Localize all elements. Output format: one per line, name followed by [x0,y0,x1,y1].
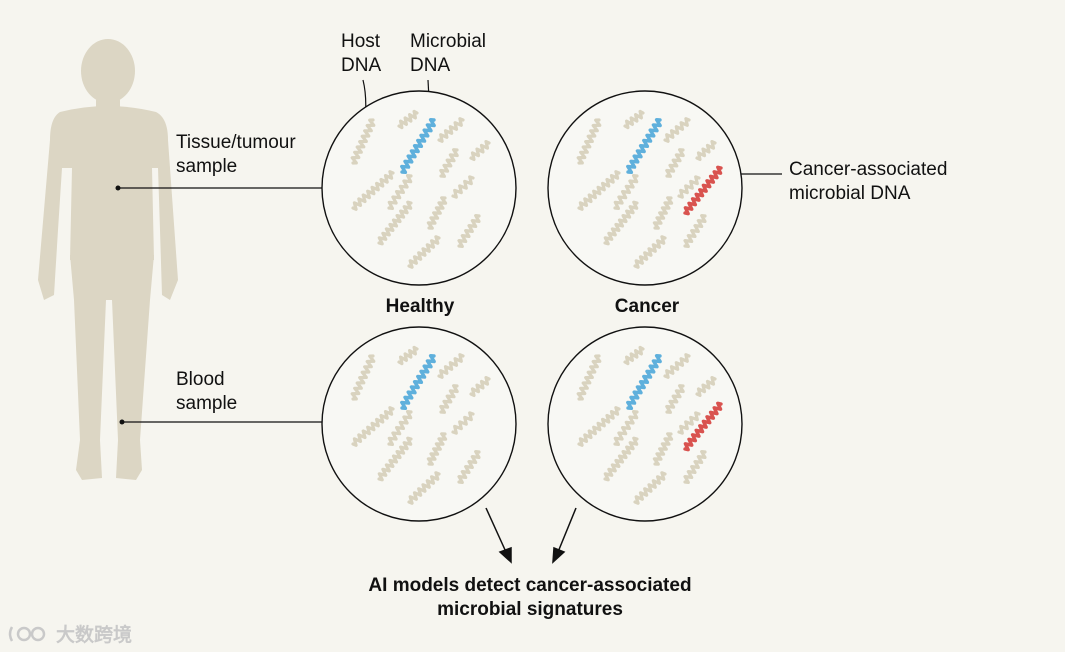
human-silhouette [38,39,178,480]
logo-icon [8,625,46,642]
host-dna-strand [377,200,413,246]
host-dna-strand [633,471,667,505]
tissue-sample-label: Tissue/tumour sample [176,132,296,177]
host-dna-strand [377,436,413,482]
healthy-tissue-circle [321,90,517,286]
host-dna-strand [457,450,481,484]
host-dna-strand [457,214,481,248]
host-dna-strand [663,117,691,143]
host-dna-strand [397,109,419,130]
host-dna-strand [633,235,667,269]
host-dna-strand [407,235,441,269]
healthy-blood-circle [321,326,517,522]
host-dna-strand [665,384,685,414]
host-dna-strand [695,376,717,397]
host-dna-strand [397,345,419,366]
cancer-dna-label: Cancer-associated microbial DNA [789,159,948,204]
host-dna-strand [695,140,717,161]
host-dna-strand [603,436,639,482]
watermark-text: 大数跨境 [56,625,133,646]
microbial-dna-label: Microbial DNA [410,31,487,76]
host-dna-strand [350,118,376,165]
host-dna-strand [469,376,491,397]
host-dna-strand [437,353,465,379]
host-dna-strand [683,450,707,484]
host-dna-strand [407,471,441,505]
blood-sample-label: Blood sample [176,369,238,414]
microbial-dna-strand [626,354,662,410]
host-dna-strand [351,170,395,211]
host-dna-strand [613,410,639,446]
host-dna-strand [469,140,491,161]
cancer-dna-strand [683,401,723,452]
host-dna-strand [576,118,602,165]
host-dna-strand [451,175,475,199]
host-dna-strand [351,406,395,447]
host-dna-strand [387,174,413,210]
host-dna-strand [603,200,639,246]
host-dna-strand [576,354,602,401]
healthy-label: Healthy [385,296,455,317]
host-dna-strand [623,345,645,366]
host-dna-strand [623,109,645,130]
conclusion-text: AI models detect cancer-associated micro… [368,575,692,620]
cancer-label: Cancer [614,296,680,317]
host-dna-strand [683,214,707,248]
host-dna-label: Host DNA [341,31,382,76]
host-dna-strand [451,411,475,435]
host-dna-strand [426,196,448,230]
host-dna-strand [439,148,459,178]
host-dna-strand [665,148,685,178]
cancer-tissue-circle [547,90,743,286]
host-dna-strand [663,353,691,379]
cancer-dna-strand [683,165,723,216]
microbial-dna-strand [400,118,436,174]
cancer-blood-circle [547,326,743,522]
host-dna-strand [677,175,701,199]
host-dna-strand [437,117,465,143]
host-dna-strand [577,406,621,447]
host-dna-strand [387,410,413,446]
host-dna-strand [426,432,448,466]
arrows [485,507,577,564]
host-dna-strand [652,432,674,466]
microbial-dna-strand [400,354,436,410]
host-dna-strand [652,196,674,230]
microbial-dna-strand [626,118,662,174]
host-dna-strand [577,170,621,211]
sample-circles [321,90,743,522]
host-dna-strand [350,354,376,401]
host-dna-strand [677,411,701,435]
host-dna-strand [613,174,639,210]
watermark: 大数跨境 [8,620,132,647]
host-dna-strand [439,384,459,414]
